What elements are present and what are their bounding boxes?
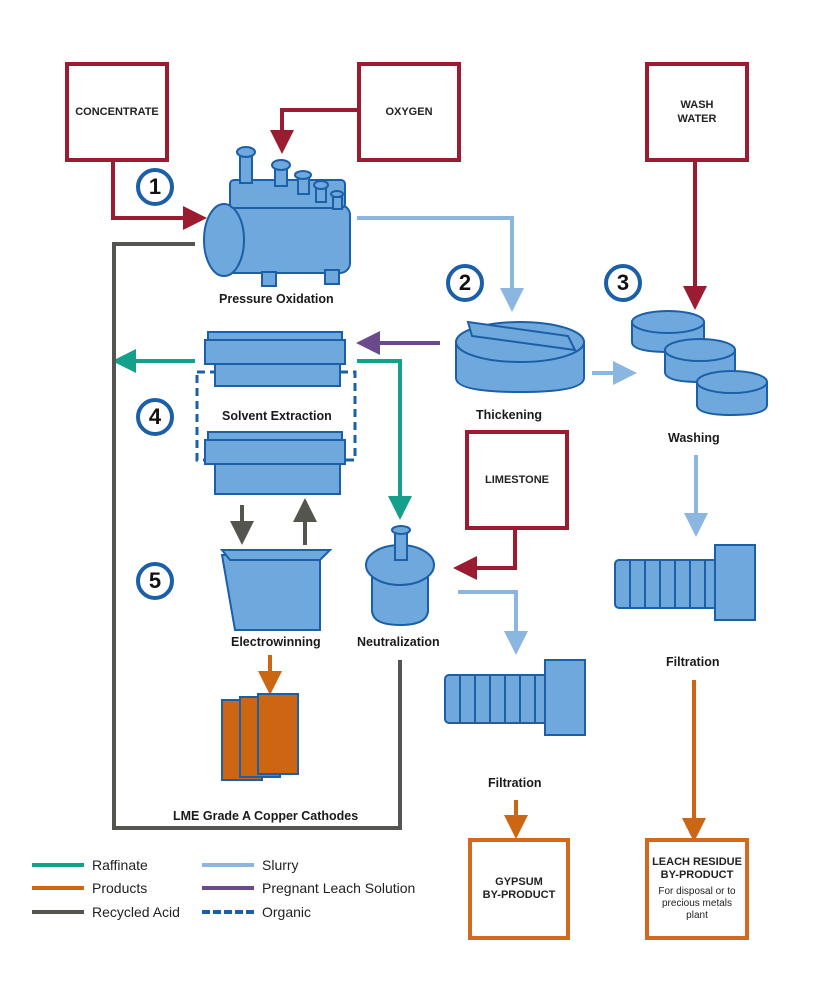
filtration-center-label: Filtration	[488, 776, 542, 790]
leach-residue-label-line2: BY-PRODUCT	[660, 869, 734, 881]
cathodes-label: LME Grade A Copper Cathodes	[173, 809, 359, 823]
filter-press-center-icon	[444, 659, 586, 736]
limestone-label: LIMESTONE	[485, 474, 549, 486]
leach-residue-box: LEACH RESIDUE BY-PRODUCT For disposal or…	[645, 838, 749, 940]
recycled-acid-loop	[112, 242, 402, 830]
step-5-badge: 5	[136, 562, 174, 600]
step-1-badge: 1	[136, 168, 174, 206]
gypsum-label-line2: BY-PRODUCT	[482, 889, 556, 901]
leach-residue-label-line1: LEACH RESIDUE	[652, 856, 742, 868]
neutralization-tank-icon	[365, 525, 435, 627]
leach-residue-note: For disposal or to precious metals plant	[658, 886, 736, 921]
solvent-extraction-label: Solvent Extraction	[222, 409, 332, 423]
step-3-badge: 3	[604, 264, 642, 302]
legend-slurry-swatch	[202, 863, 254, 867]
limestone-box: LIMESTONE	[465, 430, 569, 530]
oxygen-label: OXYGEN	[385, 106, 433, 118]
wash-water-label-line2: WATER	[677, 113, 717, 125]
washing-thickeners-icon	[631, 310, 768, 417]
step-4-badge: 4	[136, 398, 174, 436]
filtration-right-label: Filtration	[666, 655, 720, 669]
copper-cathodes-icon	[221, 693, 299, 781]
legend-pls-label: Pregnant Leach Solution	[262, 880, 416, 896]
legend-pls-swatch	[202, 886, 254, 890]
legend-raffinate-swatch	[32, 863, 84, 867]
concentrate-flow	[111, 158, 207, 230]
thickener-icon	[455, 320, 585, 394]
legend-products: Products	[32, 879, 147, 897]
concentrate-label: CONCENTRATE	[75, 106, 159, 118]
limestone-flow	[453, 525, 517, 580]
solvent-extraction-tanks-icon	[204, 331, 346, 495]
electrowinning-cell-icon	[219, 549, 333, 631]
legend-recycled-acid-label: Recycled Acid	[92, 904, 180, 920]
slurry-to-thickening	[357, 216, 524, 312]
wash-water-box: WASH WATER	[645, 62, 749, 162]
legend-organic-label: Organic	[262, 904, 312, 920]
raffinate-to-neutralization	[357, 359, 412, 520]
filter-press-right-icon	[614, 544, 756, 621]
pressure-oxidation-label: Pressure Oxidation	[219, 292, 334, 306]
neutralization-label: Neutralization	[357, 635, 440, 649]
legend-recycled-acid-swatch	[32, 910, 84, 914]
thickening-label: Thickening	[476, 408, 542, 422]
legend-raffinate-label: Raffinate	[92, 857, 148, 873]
slurry-to-filtration-center	[458, 590, 528, 655]
oxygen-box: OXYGEN	[357, 62, 461, 162]
step-2-badge: 2	[446, 264, 484, 302]
legend-raffinate: Raffinate	[32, 856, 148, 874]
legend-organic: Organic	[202, 903, 311, 921]
concentrate-box: CONCENTRATE	[65, 62, 169, 162]
legend-slurry: Slurry	[202, 856, 299, 874]
legend-products-label: Products	[92, 880, 148, 896]
legend-recycled-acid: Recycled Acid	[32, 903, 180, 921]
wash-water-label-line1: WASH	[680, 99, 714, 111]
legend-products-swatch	[32, 886, 84, 890]
legend-organic-swatch	[202, 910, 254, 914]
legend-pls: Pregnant Leach Solution	[202, 879, 415, 897]
washing-label: Washing	[668, 431, 720, 445]
autoclave-icon	[203, 146, 351, 287]
oxygen-flow	[270, 108, 357, 154]
legend-slurry-label: Slurry	[262, 857, 299, 873]
gypsum-label-line1: GYPSUM	[495, 876, 543, 888]
electrowinning-label: Electrowinning	[231, 635, 321, 649]
gypsum-box: GYPSUM BY-PRODUCT	[468, 838, 570, 940]
